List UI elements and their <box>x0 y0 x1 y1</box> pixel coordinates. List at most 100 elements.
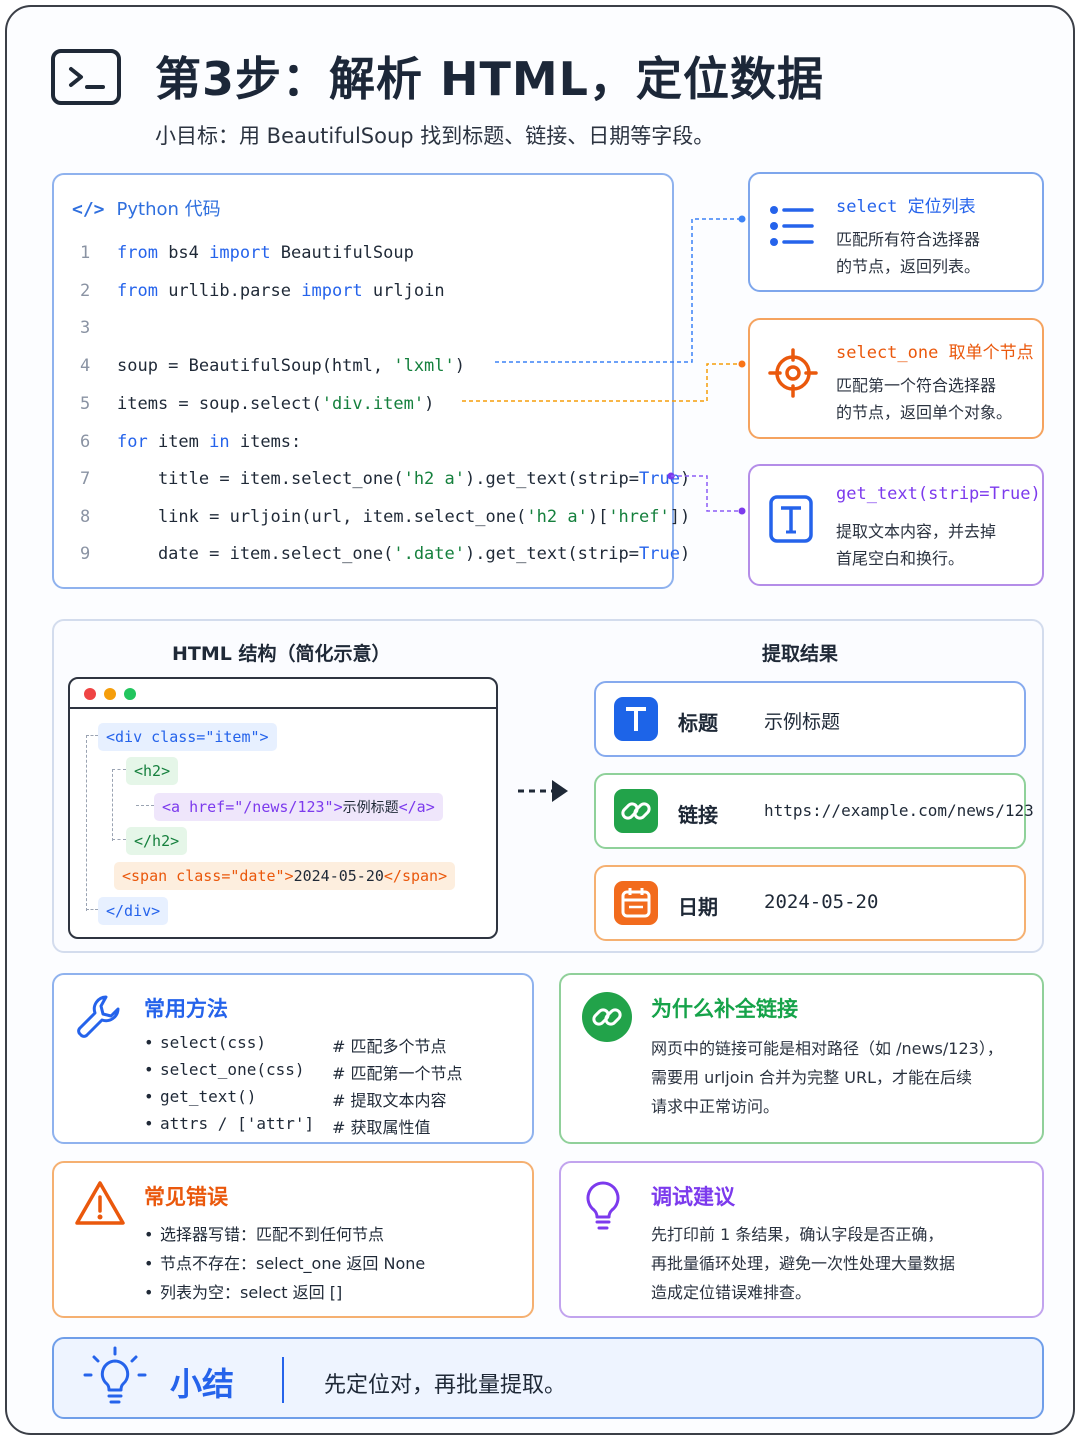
line-number: 1 <box>80 243 91 263</box>
line-content: soup = BeautifulSoup(html, 'lxml') <box>117 356 465 376</box>
card-debug-tips: 调试建议 先打印前 1 条结果，确认字段是否正确， 再批量循环处理，避免一次性处… <box>559 1161 1044 1318</box>
code-token: '.date' <box>393 544 465 564</box>
error-text: 选择器写错：匹配不到任何节点 <box>160 1225 385 1244</box>
code-card-header: </> Python 代码 <box>72 195 221 221</box>
card-text-line: 请求中正常访问。 <box>651 1097 780 1116</box>
code-token: ) <box>424 394 435 414</box>
annotation-desc-line: 提取文本内容，并去掉 <box>836 522 997 541</box>
lightbulb-icon <box>581 1179 625 1237</box>
code-tag-icon: </> <box>72 199 105 220</box>
code-token: True <box>639 544 680 564</box>
code-token: title = item.select_one( <box>117 469 404 489</box>
summary-divider <box>282 1357 284 1403</box>
code-token: ).get_text(strip= <box>465 544 639 564</box>
code-card-label: Python 代码 <box>116 199 221 220</box>
code-token: from <box>117 281 158 301</box>
code-token: ]) <box>669 507 691 527</box>
code-token: items: <box>229 432 302 452</box>
code-token: 'lxml' <box>393 356 455 376</box>
text-icon <box>614 697 658 741</box>
error-item: •选择器写错：匹配不到任何节点 <box>144 1225 385 1244</box>
wrench-icon <box>74 991 124 1045</box>
result-row-date: 日期 2024-05-20 <box>594 865 1026 941</box>
annotation-get-text: get_text(strip=True) 提取文本内容，并去掉 首尾空白和换行。 <box>748 464 1044 586</box>
code-token: for <box>117 432 148 452</box>
line-number: 7 <box>80 469 91 489</box>
code-line: 8 link = urljoin(url, item.select_one('h… <box>54 507 690 533</box>
code-line: 4 soup = BeautifulSoup(html, 'lxml') <box>54 356 674 382</box>
structure-results-panel: HTML 结构（简化示意） 提取结果 <div class="item"> <h… <box>52 619 1044 953</box>
code-token: ) <box>679 544 691 564</box>
code-token: from <box>117 243 158 263</box>
method-item: •select(css) <box>144 1033 266 1052</box>
tree-tick <box>112 839 126 840</box>
annotation-title: select 定位列表 <box>836 197 976 217</box>
line-number: 3 <box>80 318 91 338</box>
browser-window: <div class="item"> <h2> <a href="/news/1… <box>68 677 498 939</box>
warning-icon <box>74 1179 126 1231</box>
method-code: get_text() <box>160 1087 257 1106</box>
calendar-icon <box>614 881 658 925</box>
result-key: 链接 <box>678 803 718 827</box>
code-token: urllib.parse <box>157 281 302 301</box>
line-content: from urllib.parse import urljoin <box>117 281 445 301</box>
code-token: import <box>301 281 363 301</box>
card-why-urljoin: 为什么补全链接 网页中的链接可能是相对路径（如 /news/123）， 需要用 … <box>559 973 1044 1144</box>
code-token: soup = BeautifulSoup(html, <box>117 356 394 376</box>
summary-title: 小结 <box>170 1365 235 1403</box>
card-text-line: 先打印前 1 条结果，确认字段是否正确， <box>651 1225 944 1244</box>
html-div-open: <div class="item"> <box>98 723 277 751</box>
text-icon <box>768 494 814 548</box>
card-common-errors: 常见错误 •选择器写错：匹配不到任何节点 •节点不存在：select_one 返… <box>52 1161 534 1318</box>
html-span-date: <span class="date">2024-05-20</span> <box>114 862 456 890</box>
error-text: 节点不存在：select_one 返回 None <box>160 1254 426 1273</box>
card-title: 调试建议 <box>651 1185 735 1209</box>
html-h2-close: </h2> <box>126 827 188 855</box>
code-line: 9 date = item.select_one('.date').get_te… <box>54 544 690 570</box>
result-value: 示例标题 <box>764 711 841 733</box>
annotation-desc-line: 匹配所有符合选择器 <box>836 230 981 249</box>
page-title: 第3步：解析 HTML，定位数据 <box>155 52 824 106</box>
line-number: 5 <box>80 394 91 414</box>
code-token: bs4 <box>157 243 210 263</box>
annotation-select: select 定位列表 匹配所有符合选择器 的节点，返回列表。 <box>748 172 1044 292</box>
line-number: 8 <box>80 507 91 527</box>
card-text-line: 网页中的链接可能是相对路径（如 /news/123）， <box>651 1039 1003 1058</box>
line-number: 9 <box>80 544 91 564</box>
connector-lines <box>462 215 746 515</box>
annotation-title: select_one 取单个节点 <box>836 343 1034 363</box>
code-line: 3 <box>54 318 674 344</box>
code-token: ) <box>679 469 691 489</box>
tree-line <box>112 769 113 841</box>
summary-text: 先定位对，再批量提取。 <box>324 1373 567 1398</box>
code-token: urljoin <box>362 281 445 301</box>
error-text: 列表为空：select 返回 [] <box>160 1283 343 1302</box>
line-number: 2 <box>80 281 91 301</box>
method-code: select(css) <box>160 1033 266 1052</box>
code-token: date = item.select_one( <box>117 544 394 564</box>
card-title: 常用方法 <box>144 997 228 1021</box>
method-code: attrs / ['attr'] <box>160 1114 315 1133</box>
browser-titlebar <box>70 679 496 709</box>
annotation-desc: 提取文本内容，并去掉 首尾空白和换行。 <box>836 518 1036 572</box>
html-anchor: <a href="/news/123">示例标题</a> <box>154 793 443 821</box>
code-token: 'h2 a' <box>403 469 465 489</box>
card-title: 常见错误 <box>144 1185 228 1209</box>
card-text-line: 再批量循环处理，避免一次性处理大量数据 <box>651 1254 956 1273</box>
code-token: in <box>209 432 230 452</box>
annotation-desc-line: 首尾空白和换行。 <box>836 549 965 568</box>
target-icon <box>768 348 818 402</box>
page-frame: 第3步：解析 HTML，定位数据 小目标：用 BeautifulSoup 找到标… <box>5 5 1075 1435</box>
html-span-close: </span> <box>383 867 448 885</box>
html-anchor-open: <a href="/news/123"> <box>162 798 343 816</box>
method-comment: # 匹配多个节点 <box>332 1037 447 1056</box>
card-text-line: 需要用 urljoin 合并为完整 URL，才能在后续 <box>651 1068 972 1087</box>
line-number: 4 <box>80 356 91 376</box>
maximize-dot-icon <box>124 688 136 700</box>
line-content: for item in items: <box>117 432 301 452</box>
page-subtitle: 小目标：用 BeautifulSoup 找到标题、链接、日期等字段。 <box>155 124 715 148</box>
line-content: from bs4 import BeautifulSoup <box>117 243 414 263</box>
code-token: BeautifulSoup <box>270 243 414 263</box>
